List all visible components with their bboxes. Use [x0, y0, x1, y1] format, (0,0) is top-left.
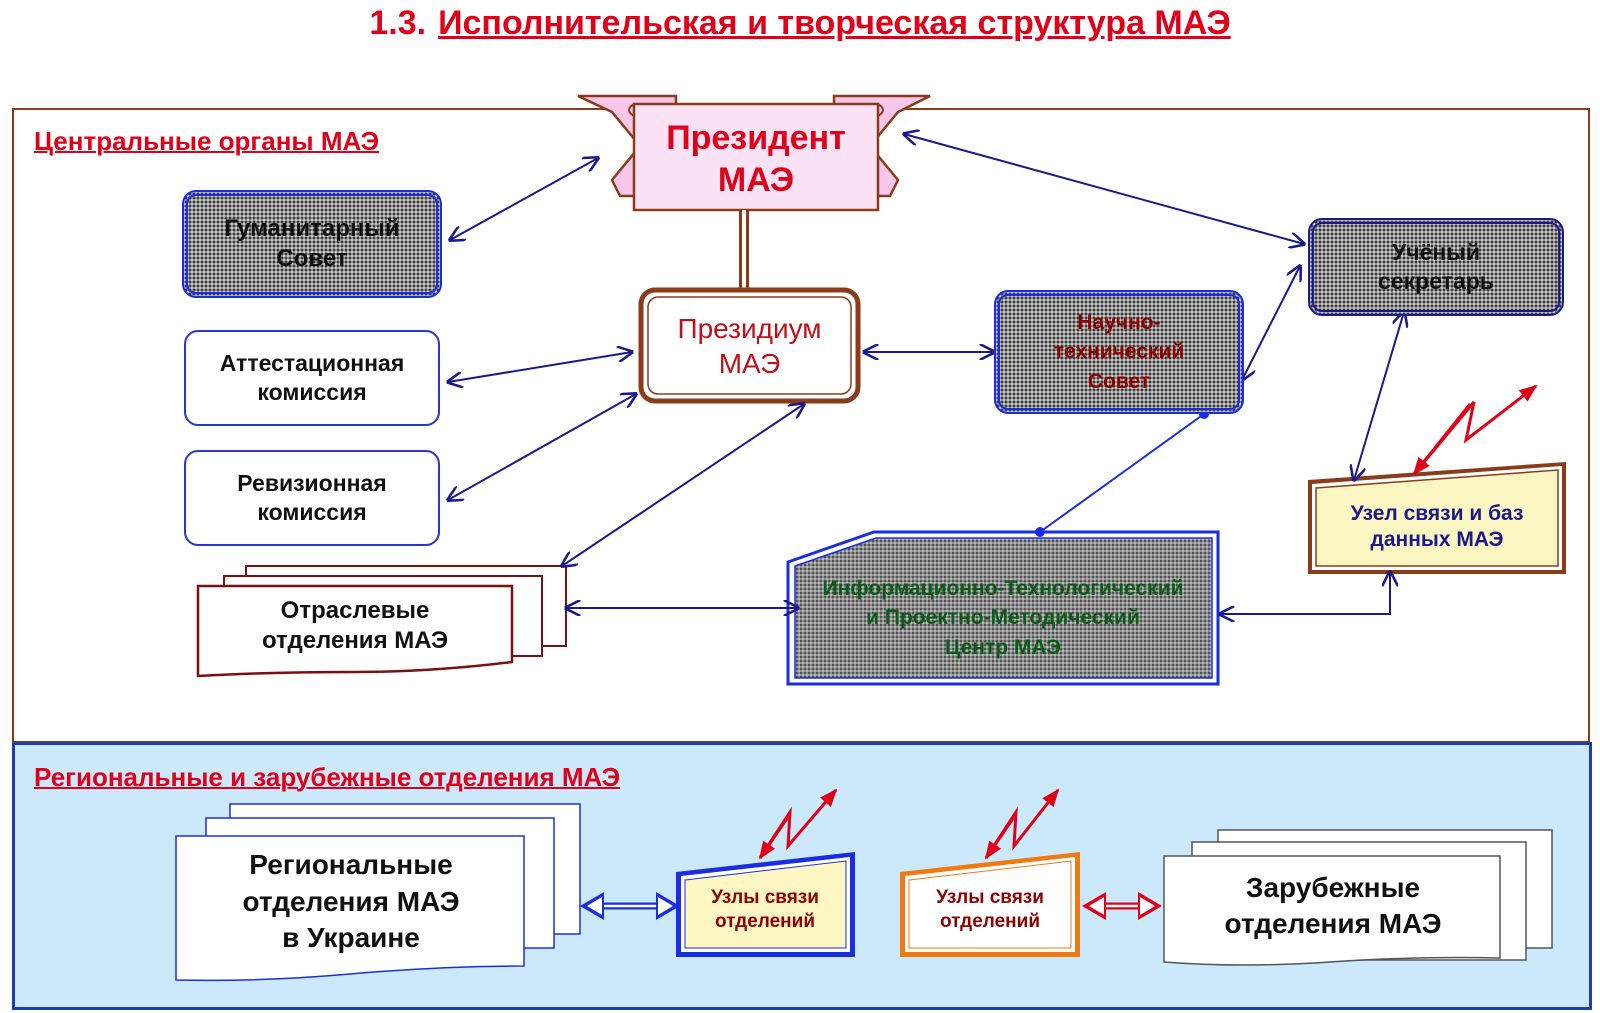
president-node[interactable]: Президент МАЭ	[636, 110, 876, 208]
it-center-shape	[786, 530, 1220, 686]
secretary-line1: Учёный	[1391, 239, 1481, 266]
presidium-inner-border	[647, 296, 852, 395]
it-center-line1: Информационно-Технологический	[822, 576, 1184, 600]
regional-nodes-line1: Узлы связи	[711, 887, 819, 909]
comm-node-line2: данных МАЭ	[1370, 528, 1504, 551]
regional-section-label: Региональные и зарубежные отделения МАЭ	[34, 762, 621, 792]
humanitarian-line2: Совет	[276, 245, 348, 272]
regional-departments-node[interactable]: Региональные отделения МАЭ в Украине	[178, 838, 524, 966]
signal-icon-foreign	[984, 788, 1060, 860]
audit-line2: комиссия	[257, 499, 367, 525]
attestation-line2: комиссия	[257, 379, 367, 405]
arrow-presidium-branch	[562, 404, 804, 566]
branch-departments-node[interactable]: Отраслевые отделения МАЭ	[200, 588, 510, 664]
foreign-nodes-node[interactable]: Узлы связи отделений	[910, 874, 1070, 946]
arrow-presidium-attestation	[448, 352, 632, 382]
audit-line1: Ревизионная	[237, 470, 387, 497]
it-center-node[interactable]: Информационно-Технологический и Проектно…	[796, 560, 1210, 676]
arrow-itcenter-node	[1220, 572, 1390, 614]
attestation-line1: Аттестационная	[219, 350, 405, 377]
foreign-nodes-line1: Узлы связи	[936, 887, 1044, 909]
title-number: 1.3.	[369, 4, 427, 42]
ntc-line1: Научно-	[1077, 310, 1161, 334]
scientific-secretary-node[interactable]: Учёный секретарь	[1308, 218, 1564, 316]
scientific-technical-council-node[interactable]: Научно- технический Совет	[994, 290, 1244, 414]
branch-line1: Отраслевые	[280, 597, 430, 624]
attestation-commission-node[interactable]: Аттестационная комиссия	[184, 330, 440, 426]
foreign-nodes-line2: отделений	[939, 911, 1041, 932]
arrow-president-secretary	[904, 134, 1304, 244]
foreign-line1: Зарубежные	[1245, 871, 1421, 903]
branch-departments-stack	[196, 565, 567, 678]
arrow-ntc-secretary	[1242, 266, 1300, 380]
branch-line2: отделения МАЭ	[261, 627, 449, 654]
foreign-departments-stack	[1163, 829, 1553, 966]
connector-arrows	[448, 134, 1404, 614]
page-title: 1.3. Исполнительская и творческая структу…	[0, 4, 1600, 43]
regional-nodes-shape	[676, 852, 855, 957]
humanitarian-council-node[interactable]: Гуманитарный Совет	[182, 190, 442, 298]
foreign-line2: отделения МАЭ	[1224, 908, 1442, 939]
regional-nodes-node[interactable]: Узлы связи отделений	[686, 874, 844, 946]
arrow-presidium-audit	[448, 394, 636, 500]
regional-line1: Региональные	[249, 849, 453, 881]
foreign-departments-node[interactable]: Зарубежные отделения МАЭ	[1166, 858, 1500, 954]
central-section-label: Центральные органы МАЭ	[34, 126, 380, 156]
signal-icon-central	[1412, 384, 1538, 476]
presidium-line1: Президиум	[677, 312, 822, 344]
humanitarian-line1: Гуманитарный	[224, 215, 400, 242]
it-center-line2: и Проектно-Методический	[866, 606, 1140, 630]
ntc-itcenter-link	[1035, 409, 1209, 537]
president-line1: Президент	[666, 118, 846, 157]
presidium-node[interactable]: Президиум МАЭ	[648, 297, 851, 394]
foreign-double-arrow	[1082, 892, 1162, 920]
regional-departments-stack	[175, 803, 581, 982]
foreign-nodes-shape	[900, 852, 1080, 957]
ntc-line2: технический	[1053, 340, 1185, 364]
regional-nodes-line2: отделений	[714, 911, 816, 932]
communication-node[interactable]: Узел связи и баз данных МАЭ	[1316, 488, 1558, 566]
regional-double-arrow	[580, 892, 680, 920]
secretary-line2: секретарь	[1378, 268, 1494, 294]
regional-line3: в Украине	[282, 922, 420, 954]
president-line2: МАЭ	[717, 161, 795, 199]
title-text: Исполнительская и творческая структура М…	[438, 4, 1231, 42]
regional-line2: отделения МАЭ	[242, 885, 460, 917]
signal-icon-regional	[758, 788, 838, 860]
presidium-line2: МАЭ	[718, 347, 781, 379]
arrow-secretary-node	[1354, 312, 1404, 480]
it-center-line3: Центр МАЭ	[945, 635, 1061, 659]
presidium-outer-border	[638, 287, 861, 404]
audit-commission-node[interactable]: Ревизионная комиссия	[184, 450, 440, 546]
communication-node-shape	[1308, 462, 1566, 574]
arrow-president-humanitarian	[450, 158, 598, 240]
president-ribbon	[577, 94, 931, 212]
comm-node-line1: Узел связи и баз	[1350, 501, 1524, 525]
ntc-line3: Совет	[1087, 369, 1151, 393]
